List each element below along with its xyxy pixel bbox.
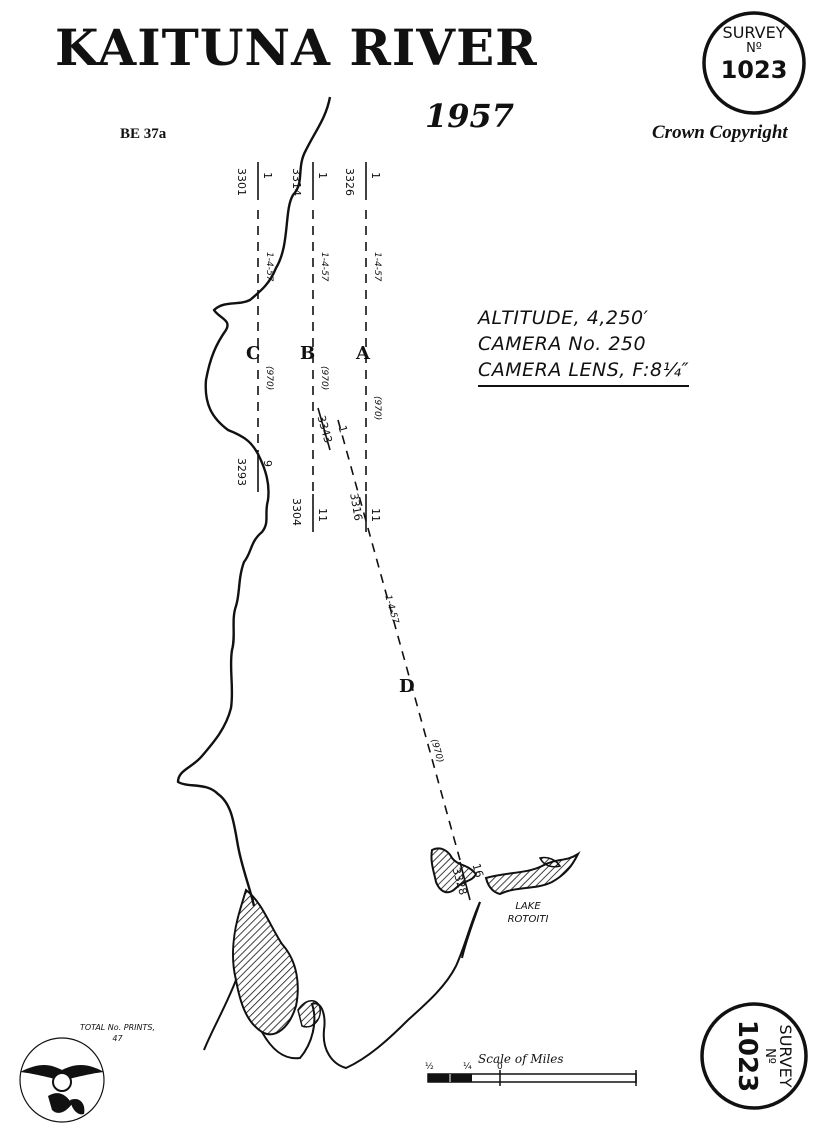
map-title: KAITUNA RIVER	[55, 18, 538, 77]
altitude-text: ALTITUDE, 4,250′	[478, 307, 649, 329]
line-d-end-tick	[459, 861, 471, 901]
survey-badge-bottom: SURVEY Nº 1023	[732, 1006, 795, 1106]
scale-tick-quarter: ¼	[463, 1062, 472, 1072]
line-d-start-tick	[317, 407, 331, 451]
survey-seal-top	[702, 11, 806, 115]
camera-specs: ALTITUDE, 4,250′ CAMERA No. 250 CAMERA L…	[478, 305, 728, 387]
copyright-notice: Crown Copyright	[652, 122, 788, 143]
sheet-reference: BE 37a	[120, 126, 167, 142]
line-b-start-index: 1	[316, 172, 329, 179]
line-c-start-index: 1	[261, 172, 274, 179]
western-lagoon	[232, 888, 299, 1036]
scale-of-miles-label: Scale of Miles	[478, 1052, 564, 1066]
lake-rotoiti-east-arm	[484, 851, 581, 896]
survey-badge-bottom-number: 1023	[732, 1019, 762, 1093]
nz-aerial-mapping-logo-icon	[19, 1037, 105, 1123]
line-a-scale: (970)	[372, 396, 382, 421]
line-c-end-index: 9	[261, 460, 274, 467]
line-b-end-index: 11	[316, 508, 329, 522]
total-prints-count: 47	[112, 1034, 123, 1043]
coastline-west	[203, 979, 237, 1051]
line-c-end-print: 3293	[235, 458, 248, 486]
survey-badge-bottom-line2: Nº	[762, 1048, 777, 1064]
line-b-start-print: 3314	[290, 168, 303, 196]
scale-tick-zero: 0	[497, 1062, 503, 1072]
survey-seal-bottom	[700, 1002, 808, 1110]
flight-label-a: A	[356, 343, 370, 364]
line-a-start-index: 1	[369, 172, 382, 179]
scale-bar	[427, 1070, 637, 1086]
scale-tick-half: ½	[425, 1062, 434, 1072]
line-b-scale: (970)	[319, 366, 329, 391]
lake-south-shore	[461, 901, 481, 959]
south-coast	[261, 901, 481, 1070]
survey-badge-line2: Nº	[746, 41, 762, 56]
flight-label-d: D	[399, 676, 415, 697]
line-b-date: 1-4-57	[319, 252, 329, 282]
total-prints-label: TOTAL No. PRINTS,	[80, 1023, 156, 1032]
camera-lens-text: CAMERA LENS, F:8¼″	[478, 357, 690, 387]
line-c-scale: (970)	[264, 366, 274, 391]
kaituna-river-path	[176, 96, 332, 907]
survey-badge-number: 1023	[720, 56, 788, 84]
lake-rotoiti-spit	[538, 856, 562, 868]
southern-inlet	[297, 1000, 321, 1028]
lake-rotoiti-label: LAKE ROTOITI	[507, 901, 549, 925]
line-c-start-print: 3301	[235, 168, 248, 196]
survey-badge-line1: SURVEY	[722, 23, 786, 42]
line-c-date: 1-4-57	[264, 252, 274, 282]
survey-badge-bottom-line1: SURVEY	[776, 1024, 795, 1088]
flight-label-b: B	[300, 343, 316, 364]
camera-number-text: CAMERA No. 250	[478, 333, 647, 355]
line-a-start-print: 3326	[343, 168, 356, 196]
line-a-date: 1-4-57	[372, 252, 382, 282]
survey-badge-top: SURVEY Nº 1023	[704, 23, 804, 85]
total-prints: TOTAL No. PRINTS, 47	[80, 1022, 155, 1044]
line-a-end-index: 11	[369, 508, 382, 522]
map-year: 1957	[425, 97, 515, 135]
flight-label-c: C	[246, 343, 261, 364]
flight-line-d	[337, 419, 461, 861]
line-b-end-print: 3304	[290, 498, 303, 526]
